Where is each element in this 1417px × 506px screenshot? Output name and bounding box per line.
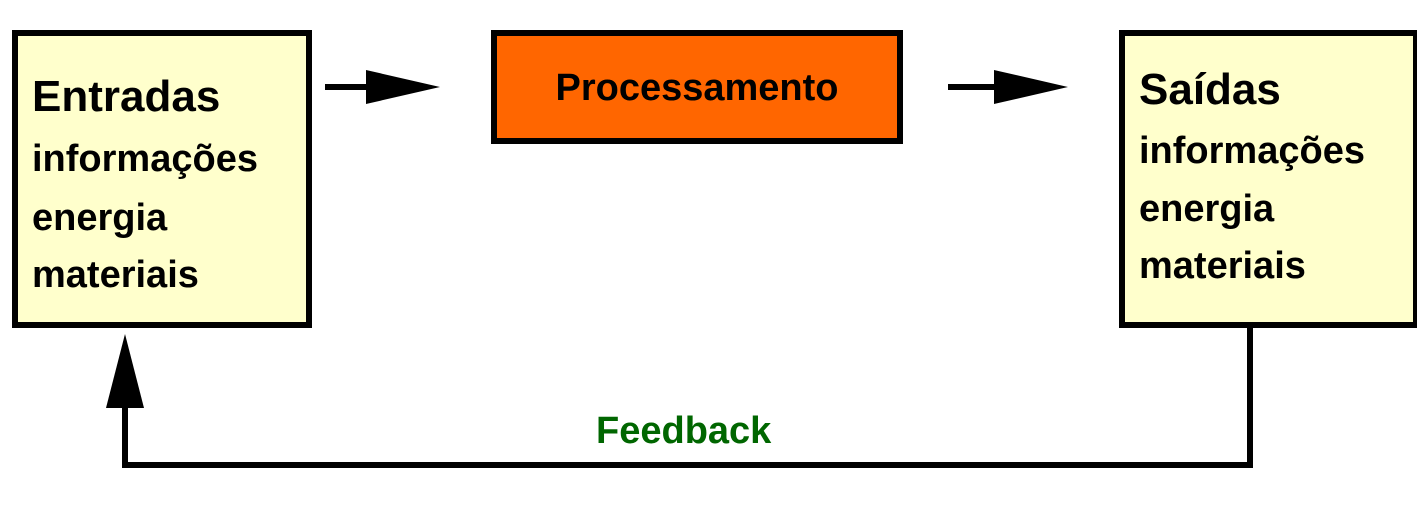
feedback-label: Feedback <box>596 410 772 452</box>
process-label: Processamento <box>555 67 839 109</box>
arrow-process-to-outputs <box>948 70 1068 104</box>
outputs-item-materials: materiais <box>1139 245 1306 287</box>
inputs-item-information: informações <box>32 138 258 180</box>
inputs-title: Entradas <box>32 72 221 121</box>
outputs-item-energy: energia <box>1139 188 1275 230</box>
inputs-item-materials: materiais <box>32 254 199 296</box>
outputs-title: Saídas <box>1139 65 1281 114</box>
feedback-arrow <box>106 328 1253 468</box>
arrow-inputs-to-process <box>325 70 440 104</box>
inputs-item-energy: energia <box>32 197 168 239</box>
outputs-box: Saídas informações energia materiais <box>1119 30 1417 328</box>
inputs-box: Entradas informações energia materiais <box>12 30 312 328</box>
outputs-item-information: informações <box>1139 130 1365 172</box>
process-box: Processamento <box>491 30 903 144</box>
